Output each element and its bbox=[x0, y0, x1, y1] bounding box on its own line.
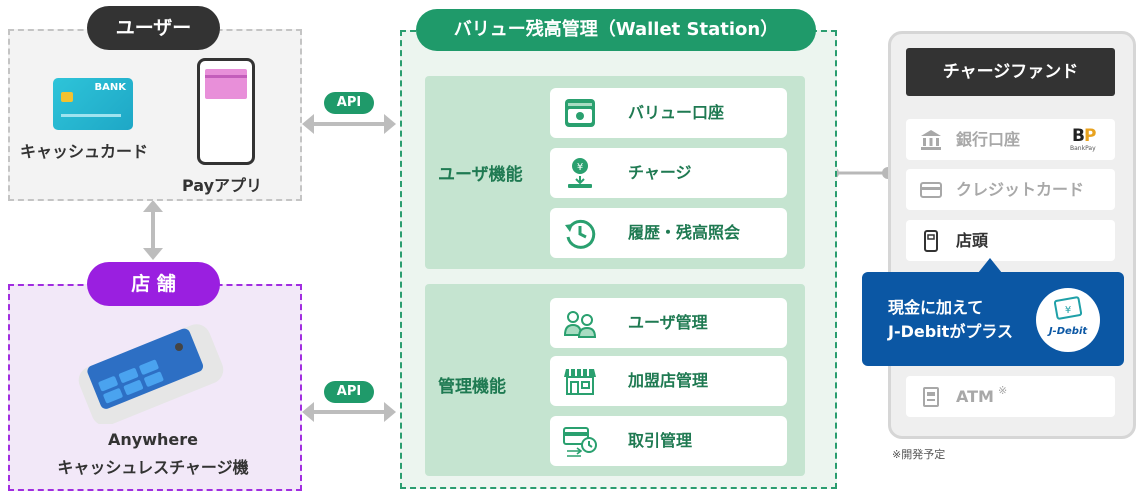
bankpay-text: BankPay bbox=[1070, 145, 1096, 152]
card-bank-text: BANK bbox=[94, 82, 126, 93]
fund-item-credit: クレジットカード bbox=[906, 169, 1115, 210]
charge-coin-icon: ¥ bbox=[568, 158, 592, 188]
api-badge-bottom: API bbox=[324, 381, 374, 403]
jdebit-card-icon: ¥ bbox=[1053, 296, 1083, 320]
store-counter-icon bbox=[924, 230, 938, 252]
popup-line-2: J-Debitがプラス bbox=[888, 322, 1013, 341]
charge-terminal-icon bbox=[78, 324, 224, 424]
svg-text:¥: ¥ bbox=[1065, 305, 1071, 316]
item-history: 履歴・残高照会 bbox=[550, 208, 787, 258]
fund-item-credit-label: クレジットカード bbox=[956, 180, 1085, 199]
bankpay-p-mark: P bbox=[1084, 126, 1097, 146]
item-history-label: 履歴・残高照会 bbox=[628, 223, 741, 242]
item-value-account: バリュー口座 bbox=[550, 88, 787, 138]
users-icon bbox=[563, 311, 597, 338]
atm-icon bbox=[923, 387, 939, 407]
history-clock-icon bbox=[565, 219, 596, 249]
popup-pointer bbox=[978, 258, 1002, 273]
card-chip-icon bbox=[61, 92, 73, 102]
item-charge: ¥ チャージ bbox=[550, 148, 787, 198]
user-functions-label: ユーザ機能 bbox=[438, 165, 523, 185]
bankpay-b-mark: B bbox=[1072, 126, 1085, 146]
store-group-title: 店 舗 bbox=[87, 262, 220, 306]
app-screen-stripe bbox=[205, 75, 247, 78]
bankpay-logo: B P BankPay bbox=[1070, 126, 1102, 154]
store-group-box bbox=[8, 284, 302, 491]
fund-item-store-label: 店頭 bbox=[956, 231, 989, 250]
fund-item-atm: ATM ※ bbox=[906, 376, 1115, 417]
item-user-management: ユーザ管理 bbox=[550, 298, 787, 348]
api-arrow-bottom bbox=[302, 402, 396, 422]
popup-line-1: 現金に加えて bbox=[888, 298, 984, 317]
charge-fund-title: チャージファンド bbox=[906, 48, 1115, 96]
fund-item-store: 店頭 bbox=[906, 220, 1115, 261]
wallet-account-icon bbox=[565, 99, 595, 127]
card-stripe bbox=[61, 114, 121, 117]
smartphone-icon bbox=[197, 58, 255, 165]
item-transaction-management: 取引管理 bbox=[550, 416, 787, 466]
api-arrow-top bbox=[302, 114, 396, 134]
wallet-station-title: バリュー残高管理（Wallet Station） bbox=[416, 9, 816, 51]
item-value-account-label: バリュー口座 bbox=[628, 103, 725, 122]
fund-item-atm-label: ATM bbox=[956, 387, 994, 406]
development-note: ※開発予定 bbox=[892, 448, 946, 461]
fund-item-bank-label: 銀行口座 bbox=[956, 130, 1021, 149]
terminal-label-1: Anywhere bbox=[108, 430, 198, 449]
cash-card-icon: BANK bbox=[53, 78, 133, 130]
item-merchant-management: 加盟店管理 bbox=[550, 356, 787, 406]
terminal-label-2: キャッシュレスチャージ機 bbox=[57, 458, 249, 477]
api-badge-top: API bbox=[324, 92, 374, 114]
jdebit-popup: 現金に加えて J-Debitがプラス ¥ J-Debit bbox=[862, 272, 1124, 366]
credit-card-icon bbox=[920, 182, 942, 198]
atm-note-mark: ※ bbox=[998, 384, 1008, 397]
user-group-title: ユーザー bbox=[87, 6, 220, 50]
cash-card-label: キャッシュカード bbox=[20, 142, 149, 161]
wallet-fund-connector bbox=[827, 167, 894, 179]
item-transaction-management-label: 取引管理 bbox=[628, 431, 693, 450]
pay-app-label: Payアプリ bbox=[182, 176, 263, 195]
shop-icon bbox=[564, 369, 596, 395]
item-merchant-management-label: 加盟店管理 bbox=[628, 371, 709, 390]
popup-text: 現金に加えて J-Debitがプラス bbox=[888, 296, 1013, 344]
app-screen bbox=[205, 69, 247, 99]
transaction-card-icon bbox=[563, 427, 597, 457]
bank-icon bbox=[921, 130, 941, 150]
jdebit-logo: ¥ J-Debit bbox=[1036, 288, 1100, 352]
svg-text:¥: ¥ bbox=[577, 162, 583, 173]
item-charge-label: チャージ bbox=[628, 163, 692, 182]
admin-functions-label: 管理機能 bbox=[438, 377, 506, 397]
fund-item-bank: 銀行口座 B P BankPay bbox=[906, 119, 1115, 160]
user-store-arrow bbox=[143, 200, 163, 260]
jdebit-logo-text: J-Debit bbox=[1048, 326, 1088, 337]
item-user-management-label: ユーザ管理 bbox=[628, 313, 708, 332]
